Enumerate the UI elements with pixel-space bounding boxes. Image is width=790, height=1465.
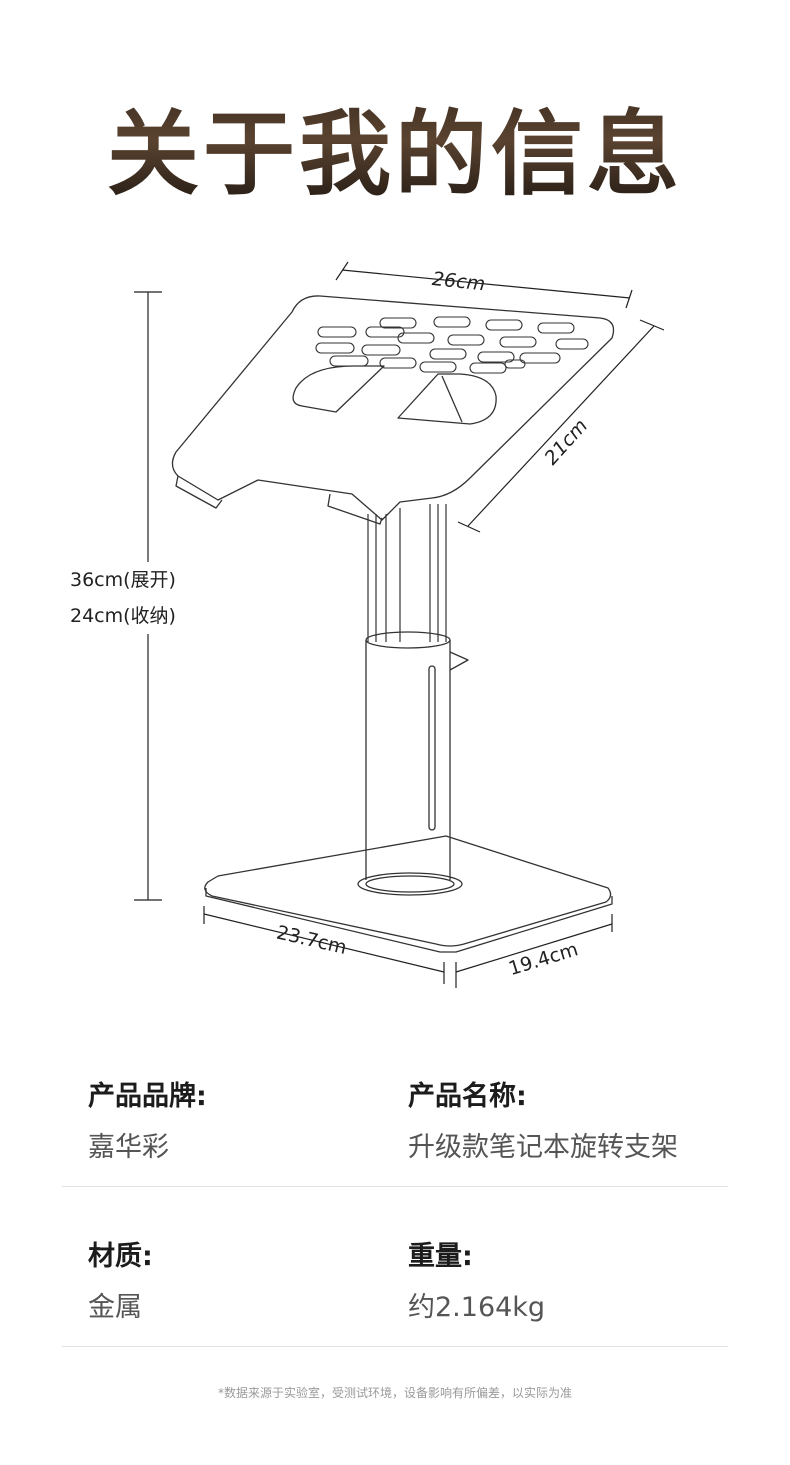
spec-brand-label: 产品品牌: xyxy=(88,1081,207,1112)
platform-cutout-left xyxy=(292,365,385,413)
base-ring xyxy=(357,872,463,896)
platform-vent-slots xyxy=(315,316,589,374)
dim-top-width: 26cm xyxy=(431,268,486,295)
spec-weight-label: 重量: xyxy=(408,1241,473,1272)
height-dimension-labels: 36cm(展开) 24cm(收纳) xyxy=(70,562,210,634)
spec-material-label: 材质: xyxy=(88,1241,153,1272)
stand-lower-tube xyxy=(365,631,469,880)
dim-height-expanded: 36cm(展开) xyxy=(70,569,176,591)
dim-top-depth: 21cm xyxy=(540,415,592,469)
spec-weight-value: 约2.164kg xyxy=(408,1292,546,1323)
spec-brand-value: 嘉华彩 xyxy=(88,1132,169,1163)
spec-material: 材质: 金属 xyxy=(88,1234,153,1324)
dim-height-collapsed: 24cm(收纳) xyxy=(70,605,176,627)
page-title: 关于我的信息 xyxy=(0,80,790,213)
stand-upper-column xyxy=(367,504,447,642)
divider xyxy=(62,1346,728,1347)
divider xyxy=(62,1186,728,1187)
stand-base xyxy=(204,835,612,947)
spec-material-value: 金属 xyxy=(88,1292,142,1323)
spec-weight: 重量: 约2.164kg xyxy=(408,1234,545,1324)
spec-name-label: 产品名称: xyxy=(408,1081,527,1112)
footnote: *数据来源于实验室，受测试环境，设备影响有所偏差，以实际为准 xyxy=(217,1386,572,1400)
spec-brand: 产品品牌: 嘉华彩 xyxy=(88,1074,207,1164)
platform-outline xyxy=(171,295,615,521)
platform-hook-left xyxy=(175,475,223,509)
spec-name-value: 升级款笔记本旋转支架 xyxy=(408,1132,678,1163)
spec-product-name: 产品名称: 升级款笔记本旋转支架 xyxy=(408,1074,678,1164)
platform-hook-right xyxy=(327,493,383,525)
platform-cutout-right xyxy=(397,373,497,425)
laptop-stand-diagram: 26cm 21cm 23.7cm 19.4cm xyxy=(134,261,665,988)
